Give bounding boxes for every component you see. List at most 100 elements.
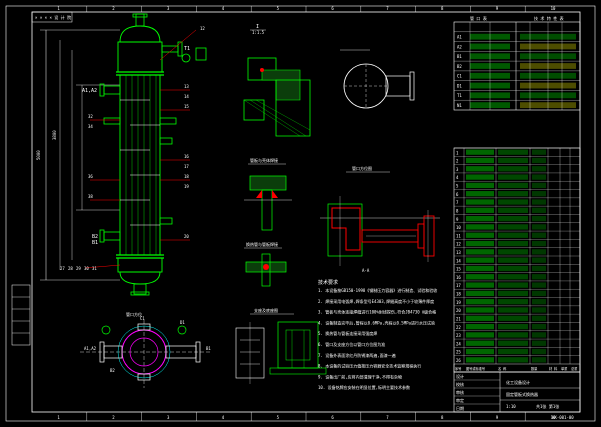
- drawing-number: HX-001-00: [552, 415, 574, 420]
- svg-text:支座及底座图: 支座及底座图: [254, 307, 278, 313]
- title-block-row-1: 设计: [456, 373, 464, 379]
- border-number-top: 5: [277, 6, 280, 11]
- part-row-number: 21: [456, 316, 461, 321]
- title-block-row-3: 审核: [456, 389, 464, 395]
- part-row-number: 1: [456, 150, 459, 155]
- technical-notes: 技术要求 1. 本设备按GB150-1998《钢制压力容器》进行制造、试验和验收…: [318, 279, 437, 390]
- border-number-top: 2: [112, 6, 115, 11]
- nozzle-row-id: B2: [457, 64, 462, 69]
- plan-label-b1: B1: [206, 346, 211, 351]
- part-row-number: 13: [456, 250, 461, 255]
- part-row-number: 18: [456, 292, 461, 297]
- border-numbers-top: 1 2 3 4 5 6 7 8 9 10: [57, 6, 556, 12]
- parts-header-cell: 材 料: [549, 366, 558, 371]
- title-block-row-2: 校核: [456, 381, 464, 387]
- vessel-elevation: 5000 3800: [36, 13, 207, 296]
- note-line: 5. 换热管与管板连接采用强度焊: [318, 330, 377, 336]
- detail-nozzle-assembly: 管口方位图 A-A: [320, 165, 440, 273]
- svg-text:36: 36: [88, 174, 93, 179]
- svg-text:管口方位图: 管口方位图: [352, 165, 372, 171]
- svg-text:5000: 5000: [36, 150, 41, 160]
- parts-list-table: 1234567891011121314151617181920212223242…: [453, 147, 581, 373]
- plan-label-c1: C1: [140, 316, 145, 321]
- plan-label-a1a2: A1,A2: [84, 346, 97, 351]
- vessel-label-t1: T1: [184, 46, 190, 52]
- part-row-number: 2: [456, 159, 459, 164]
- part-row-number: 9: [456, 217, 459, 222]
- svg-text:管口方位: 管口方位: [126, 311, 142, 317]
- note-line: 2. 焊接采用电弧焊,焊条型号E4303,焊缝高度不小于较薄件厚度: [318, 298, 434, 304]
- border-number-bottom: 3: [167, 415, 170, 420]
- vessel-label-a1a2: A1,A2: [82, 88, 97, 94]
- title-block-sheet: 共1张 第1张: [536, 403, 559, 409]
- note-line: 10. 设备铭牌应安装在明显位置,标明主要技术参数: [318, 384, 410, 390]
- part-row-number: 16: [456, 275, 461, 280]
- svg-text:1:1.5: 1:1.5: [252, 30, 265, 35]
- notes-heading: 技术要求: [318, 279, 338, 286]
- parts-header-cell: 单重: [561, 366, 568, 371]
- border-number-top: 7: [386, 6, 389, 11]
- border-number-bottom: 5: [277, 415, 280, 420]
- svg-text:30: 30: [84, 266, 89, 271]
- nozzle-row-id: T1: [457, 93, 462, 98]
- detail-ii-weld: 管板与壳体焊接: [244, 157, 292, 231]
- nozzle-row-id: A2: [457, 44, 462, 49]
- part-row-number: 5: [456, 184, 459, 189]
- border-number-top: 1: [57, 6, 60, 11]
- plan-label-d1: D1: [180, 320, 185, 325]
- plan-label-b2: B2: [110, 368, 115, 373]
- inner-frame: [31, 11, 581, 413]
- detail-tube-weld: 换热管与管板焊接: [244, 241, 287, 287]
- vessel-label-b2: B2: [92, 234, 98, 240]
- title-block-name: 固定管板式换热器: [506, 391, 538, 397]
- border-number-top: 10: [551, 6, 556, 11]
- nozzle-row-id: B1: [457, 54, 462, 59]
- svg-text:38: 38: [88, 194, 93, 199]
- section-aa-label: A-A: [362, 268, 370, 273]
- nozzle-row-id: C1: [457, 74, 462, 79]
- title-tag-box: [31, 11, 73, 23]
- detail-circle-view: [340, 49, 415, 109]
- svg-text:3800: 3800: [52, 130, 57, 140]
- section-top-label: I: [256, 24, 259, 30]
- svg-text:管 口 表: 管 口 表: [470, 15, 487, 21]
- border-number-bottom: 4: [222, 415, 225, 420]
- border-number-top: 8: [441, 6, 444, 11]
- part-row-number: 11: [456, 233, 461, 238]
- border-number-top: 4: [222, 6, 225, 11]
- nozzle-orientation-plan: 管口方位 A1,A2 B1 B2 C1 D1: [80, 311, 211, 388]
- note-line: 1. 本设备按GB150-1998《钢制压力容器》进行制造、试验和验收: [318, 287, 437, 293]
- svg-text:31: 31: [92, 266, 97, 271]
- nozzle-row-id: D1: [457, 83, 462, 88]
- border-number-bottom: 1: [57, 415, 60, 420]
- part-row-number: 26: [456, 358, 461, 363]
- part-row-number: 12: [456, 242, 461, 247]
- title-tag-top-left: × × × × 设 计 院: [35, 14, 71, 20]
- border-number-bottom: 7: [386, 415, 389, 420]
- part-row-number: 15: [456, 267, 461, 272]
- part-row-number: 8: [456, 208, 459, 213]
- title-block-scale: 1:10: [506, 404, 516, 409]
- part-row-number: 19: [456, 300, 461, 305]
- left-revision-block: [11, 284, 31, 346]
- parts-header-cell: 名 称: [498, 366, 507, 371]
- border-number-top: 6: [331, 6, 334, 11]
- note-line: 9. 设备出厂前,应将内部清理干净,不得有杂物: [318, 373, 402, 379]
- note-line: 7. 设备外表面涂红丹防锈漆两遍,面漆一遍: [318, 352, 396, 358]
- border-number-top: 9: [496, 6, 499, 11]
- svg-text:29: 29: [76, 266, 81, 271]
- svg-text:16: 16: [184, 154, 189, 159]
- svg-text:17: 17: [184, 164, 189, 169]
- title-block-company: 化工设备设计: [506, 379, 530, 385]
- border-number-top: 3: [167, 6, 170, 11]
- nozzle-row-id: A1: [457, 35, 462, 40]
- part-row-number: 22: [456, 325, 461, 330]
- parts-header-cell: 图号或标准号: [466, 366, 485, 371]
- nozzle-row-id: N1: [457, 103, 462, 108]
- svg-text:12: 12: [200, 26, 205, 31]
- svg-text:20: 20: [184, 234, 189, 239]
- outer-frame: [5, 5, 596, 422]
